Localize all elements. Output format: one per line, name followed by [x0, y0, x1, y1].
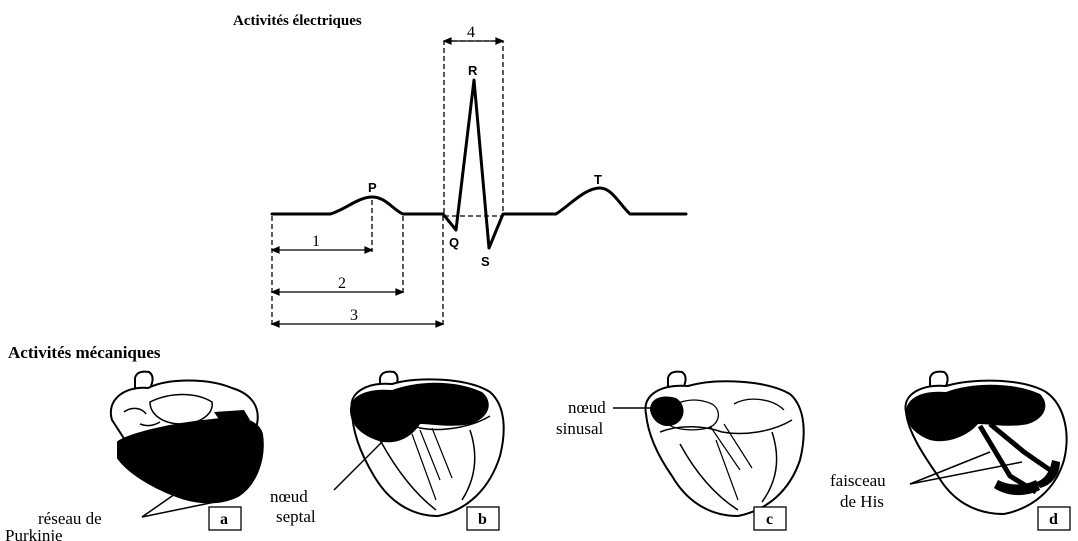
his-bundle-label-line1: faisceau [830, 471, 886, 490]
heart-c-letter: c [766, 511, 773, 528]
t-wave-label: T [594, 172, 602, 187]
heart-c-letter-box: c [754, 507, 786, 530]
interval-2-label: 2 [338, 275, 346, 292]
sinus-node-label-line2: sinusal [556, 419, 604, 438]
heart-b-letter: b [478, 511, 487, 528]
heart-a-letter: a [220, 511, 228, 528]
interval-markers [272, 41, 503, 326]
interval-1-label: 1 [312, 233, 320, 250]
heart-d-letter: d [1049, 511, 1058, 528]
heart-d-letter-box: d [1038, 507, 1070, 530]
interval-arrows [272, 38, 503, 327]
heart-a-letter-box: a [209, 507, 241, 530]
purkinje-label-line2: Purkinje [5, 526, 63, 541]
interval-4-label: 4 [467, 24, 475, 41]
heart-c [645, 372, 803, 516]
heart-d [905, 372, 1066, 514]
r-wave-label: R [468, 63, 478, 78]
s-wave-label: S [481, 254, 490, 269]
heart-a [111, 372, 263, 503]
mechanical-activity-title: Activités mécaniques [8, 343, 161, 362]
heart-b-letter-box: b [467, 507, 499, 530]
septal-node-label-line2: septal [276, 507, 316, 526]
septal-node-label-line1: nœud [270, 487, 308, 506]
heart-b [350, 372, 504, 516]
p-wave-label: P [368, 180, 377, 195]
q-wave-label: Q [449, 235, 459, 250]
his-bundle-label-line2: de His [840, 492, 884, 511]
interval-3-label: 3 [350, 307, 358, 324]
ecg-trace [272, 80, 686, 248]
electrical-activity-title: Activités électriques [233, 13, 362, 29]
sinus-node-label-line1: nœud [568, 398, 606, 417]
